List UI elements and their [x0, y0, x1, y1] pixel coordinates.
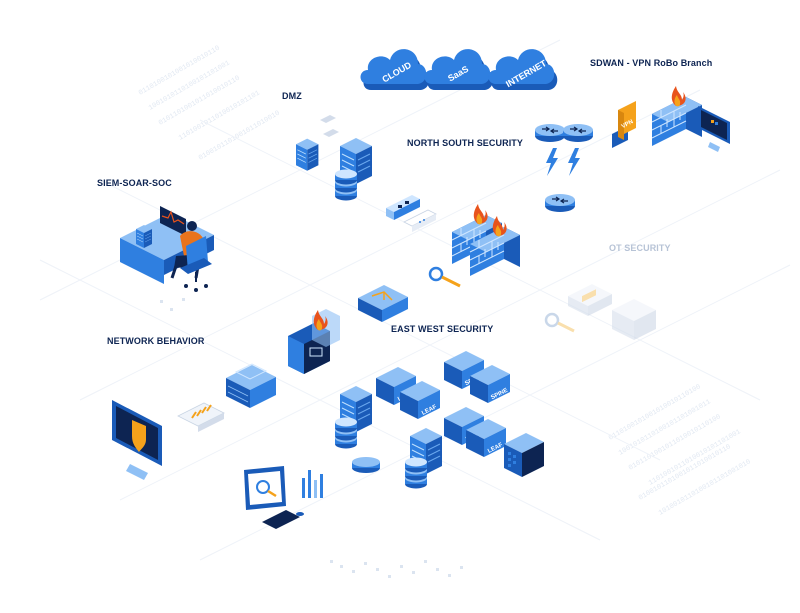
router-icon-2: [562, 123, 594, 143]
dmz-storage-icon: [335, 169, 357, 201]
ew-storage-icon-3: [405, 457, 427, 489]
nb-workstation-monitor-icon: [244, 466, 286, 510]
soc-chair-icon: [180, 236, 212, 292]
nb-bar-chart-icon: [302, 470, 323, 498]
ot-magnifier-icon: [544, 312, 575, 333]
core-router-icon: [544, 193, 576, 213]
ew-storage-icon-1: [335, 417, 357, 449]
ot-device-icon-2: [612, 299, 656, 340]
flame-icon-2: [492, 216, 507, 237]
vpn-device-icon: VPN: [612, 101, 636, 148]
switch-icon-2: [403, 209, 437, 232]
dmz-tag-icon: [320, 115, 339, 137]
dmz-small-server-icon: [295, 138, 319, 172]
flame-icon-branch: [671, 86, 686, 107]
soc-monitor-icon: [160, 206, 186, 236]
background-dots: [160, 298, 463, 578]
cloud-icon-cloud: CLOUD: [360, 49, 430, 90]
label-network-behavior: NETWORK BEHAVIOR: [107, 336, 205, 346]
vpn-tag: VPN: [621, 119, 635, 130]
ew-core-switch-icon: [358, 285, 408, 322]
router-icon-1: [534, 123, 566, 143]
switch-icon: [386, 195, 420, 220]
label-siem-soar-soc: SIEM-SOAR-SOC: [97, 178, 172, 188]
soc-server-icon: [135, 224, 153, 249]
label-north-south-security: NORTH SOUTH SECURITY: [407, 138, 524, 148]
magnifier-icon-1: [428, 266, 461, 288]
label-dmz: DMZ: [282, 91, 302, 101]
nb-probe-icon: [177, 402, 225, 432]
ot-device-icon-1: [568, 284, 612, 316]
flame-icon-1: [473, 204, 488, 225]
nb-monitor-shield-icon: [112, 400, 162, 480]
ew-storage-icon-2: [352, 457, 380, 473]
cloud-icon-saas: SaaS: [424, 49, 494, 90]
label-east-west-security: EAST WEST SECURITY: [391, 324, 494, 334]
nb-keyboard-icon: [262, 510, 304, 529]
lightning-icon-1: [546, 148, 580, 176]
ew-firewall-chip-icon: [288, 309, 340, 374]
ew-chassis-icon: [504, 433, 544, 477]
label-ot-security: OT SECURITY: [609, 243, 671, 253]
nb-switch-stack-icon: [226, 363, 276, 408]
label-sdwan-vpn: SDWAN - VPN RoBo Branch: [590, 58, 713, 68]
cloud-icon-internet: INTERNET: [488, 49, 558, 90]
monitor-icon-branch: [698, 106, 730, 152]
